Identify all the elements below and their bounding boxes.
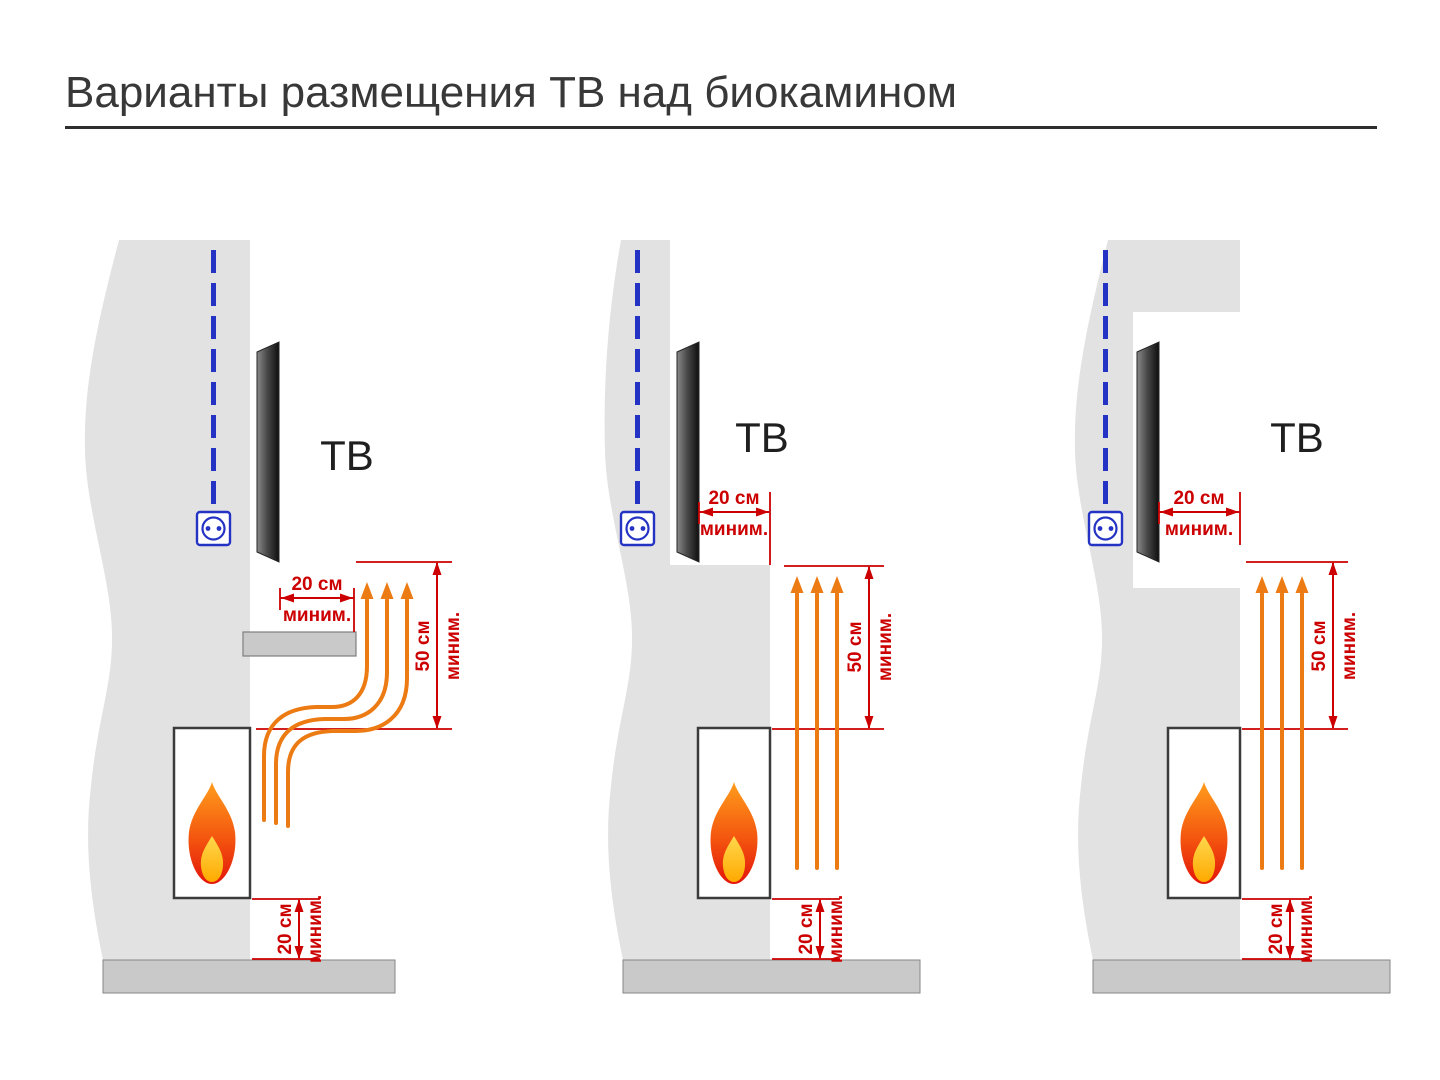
dim-value-label: 50 см xyxy=(845,621,866,672)
airflow-arrowhead xyxy=(830,576,844,593)
dim-arrowhead xyxy=(1226,507,1239,517)
dim-qualifier-label: миним. xyxy=(305,895,326,963)
tv-side-view xyxy=(1136,341,1160,563)
floor-slab xyxy=(1092,959,1391,994)
dim-qualifier-label: миним. xyxy=(443,612,464,680)
dim-20cm-floor: 20 см миним. xyxy=(1242,895,1317,963)
dim-20cm-horizontal: 20 см миним. xyxy=(1158,488,1241,545)
airflow-arrowhead xyxy=(400,582,414,599)
deflector-shelf xyxy=(242,631,357,657)
power-outlet-icon xyxy=(619,510,656,547)
airflow-arrow xyxy=(286,598,409,828)
dim-arrowhead xyxy=(1328,716,1338,729)
dim-qualifier-label: миним. xyxy=(700,519,768,540)
tv-label: ТВ xyxy=(1270,414,1324,461)
dim-qualifier-label: миним. xyxy=(1165,519,1233,540)
dim-arrowhead xyxy=(864,566,874,579)
airflow-arrows xyxy=(1255,576,1309,870)
airflow-arrowhead xyxy=(810,576,824,593)
variant-panel-1: ТВ 50 см миним. 20 см миним. xyxy=(84,240,464,994)
dim-arrowhead xyxy=(1328,562,1338,575)
dim-qualifier-label: миним. xyxy=(1339,612,1360,680)
dim-20cm-floor: 20 см миним. xyxy=(252,895,326,963)
dim-arrowhead xyxy=(864,716,874,729)
dim-qualifier-label: миним. xyxy=(875,613,896,681)
airflow-arrow xyxy=(274,598,389,825)
power-outlet-icon xyxy=(1087,510,1124,547)
dim-value-label: 50 см xyxy=(1309,620,1330,671)
airflow-arrows xyxy=(790,576,844,870)
airflow-arrowhead xyxy=(1275,576,1289,593)
dim-50cm-vertical: 50 см миним. xyxy=(772,565,896,730)
dim-value-label: 20 см xyxy=(1173,488,1224,509)
airflow-arrowhead xyxy=(360,582,374,599)
dim-arrowhead xyxy=(432,716,442,729)
dim-value-label: 20 см xyxy=(1266,903,1287,954)
airflow-arrowhead xyxy=(380,582,394,599)
airflow-arrow xyxy=(262,598,369,822)
dim-arrowhead xyxy=(1160,507,1173,517)
dim-qualifier-label: миним. xyxy=(1296,895,1317,963)
dim-50cm-vertical: 50 см миним. xyxy=(1242,561,1360,730)
variant-panel-2: ТВ 50 см миним. 20 см миним. xyxy=(604,240,921,994)
dim-value-label: 20 см xyxy=(708,488,759,509)
tv-side-view xyxy=(676,341,700,563)
dim-arrowhead xyxy=(432,562,442,575)
dim-value-label: 50 см xyxy=(413,620,434,671)
dim-qualifier-label: миним. xyxy=(826,895,847,963)
power-outlet-icon xyxy=(195,510,232,547)
dim-20cm-horizontal: 20 см миним. xyxy=(279,574,355,632)
tv-label: ТВ xyxy=(735,414,789,461)
dim-20cm-horizontal: 20 см миним. xyxy=(698,488,771,565)
dim-value-label: 20 см xyxy=(796,903,817,954)
floor-slab xyxy=(102,959,396,994)
tv-label: ТВ xyxy=(320,432,374,479)
dim-value-label: 20 см xyxy=(275,903,296,954)
airflow-arrowhead xyxy=(1255,576,1269,593)
tv-side-view xyxy=(256,341,280,563)
page-title: Варианты размещения ТВ над биокамином xyxy=(65,68,1377,130)
dim-20cm-floor: 20 см миним. xyxy=(772,895,847,963)
variant-panel-3: ТВ 50 см миним. 20 см миним. xyxy=(1074,240,1391,994)
airflow-arrows xyxy=(262,582,414,828)
airflow-arrowhead xyxy=(790,576,804,593)
airflow-arrowhead xyxy=(1295,576,1309,593)
dim-value-label: 20 см xyxy=(291,574,342,595)
floor-slab xyxy=(622,959,921,994)
dim-qualifier-label: миним. xyxy=(283,605,351,626)
